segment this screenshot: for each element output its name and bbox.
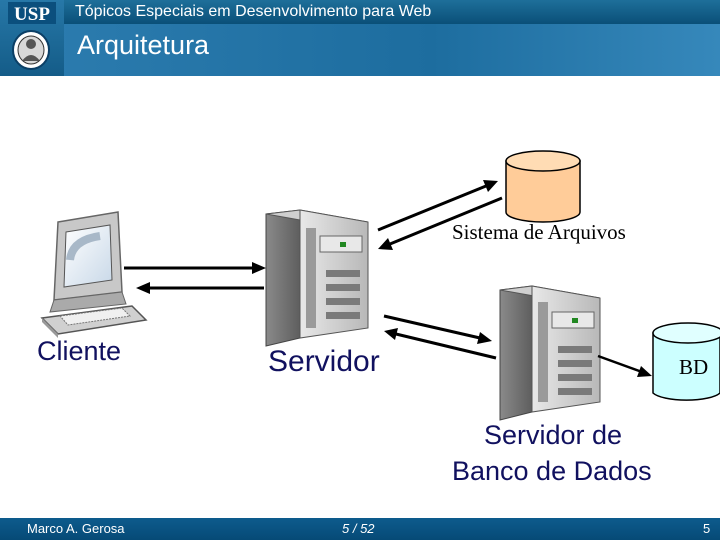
section-title: Arquitetura <box>77 30 210 60</box>
server-dbserver-arrows <box>383 314 497 360</box>
footer-slide-number: 5 <box>703 521 711 536</box>
web-server-icon <box>265 209 369 347</box>
server-filesystem-arrows <box>377 180 503 250</box>
footer-page-info: 5 / 52 <box>342 521 375 536</box>
footer-author: Marco A. Gerosa <box>27 521 125 536</box>
database-cylinder-icon <box>652 322 720 401</box>
usp-logo: USP <box>8 2 56 24</box>
db-server-label-line2: Banco de Dados <box>452 456 652 486</box>
usp-logo-text: USP <box>14 4 50 24</box>
file-system-label: Sistema de Arquivos <box>452 220 626 244</box>
usp-seal-icon <box>12 30 50 70</box>
title-bar <box>0 24 720 76</box>
server-label: Servidor <box>268 345 380 378</box>
database-label: BD <box>679 355 709 379</box>
client-label: Cliente <box>37 336 122 366</box>
client-server-arrows <box>124 262 266 294</box>
db-server-label-line1: Servidor de <box>484 420 623 450</box>
file-system-cylinder-icon <box>505 150 581 223</box>
header-bar <box>0 0 720 24</box>
client-computer-icon <box>40 211 148 338</box>
course-title: Tópicos Especiais em Desenvolvimento par… <box>75 3 432 20</box>
database-server-icon <box>499 285 601 421</box>
footer-bar <box>0 518 720 540</box>
dbserver-database-arrow <box>597 354 652 377</box>
